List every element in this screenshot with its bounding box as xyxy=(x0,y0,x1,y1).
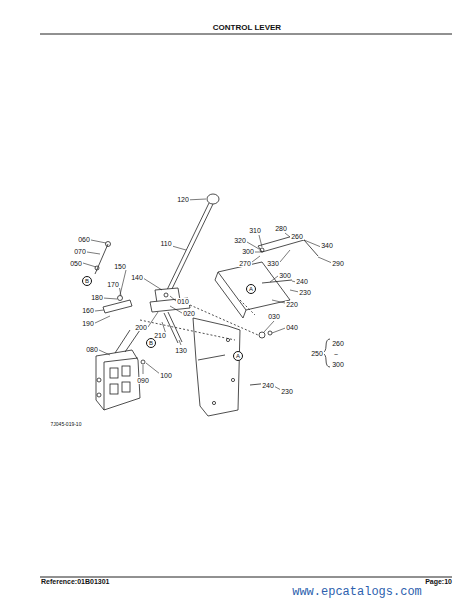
circled-reference: B xyxy=(146,338,156,348)
callout-number: 050 xyxy=(69,260,83,267)
callout-number: 290 xyxy=(331,260,345,267)
callout-number: 230 xyxy=(298,289,312,296)
callout-number: 070 xyxy=(73,248,87,255)
callout-number: 060 xyxy=(77,236,91,243)
callout-number: 300 xyxy=(331,361,345,368)
callout-number: 260 xyxy=(331,340,345,347)
callout-number: 270 xyxy=(238,260,252,267)
callout-number: 110 xyxy=(159,240,172,247)
callout-number: 220 xyxy=(285,301,299,308)
callout-number: 300 xyxy=(278,272,292,279)
page-title: CONTROL LEVER xyxy=(213,24,281,32)
callout-number: 020 xyxy=(182,310,196,317)
callout-number: 170 xyxy=(106,281,120,288)
callout-number: 240 xyxy=(261,382,275,389)
drawing-code: 7J045-019-10 xyxy=(51,422,82,427)
callout-number: 280 xyxy=(274,225,288,232)
callout-number: 090 xyxy=(136,377,150,384)
footer-text: Reference:01B01301 xyxy=(41,578,110,585)
callout-number: 190 xyxy=(81,320,95,327)
callout-number: 210 xyxy=(153,332,167,339)
callout-number: 250 xyxy=(310,350,324,357)
callout-number: 340 xyxy=(320,242,334,249)
callout-number: 320 xyxy=(233,237,247,244)
callout-number: 160 xyxy=(81,307,95,314)
callout-number: 260 xyxy=(290,233,304,240)
callout-number: 040 xyxy=(285,324,299,331)
callout-number: 030 xyxy=(267,313,281,320)
callout-number: 120 xyxy=(176,196,190,203)
circled-reference: A xyxy=(233,351,243,361)
callout-number: 130 xyxy=(174,347,188,354)
watermark: www.epcatalogs.com xyxy=(292,586,422,598)
circled-reference: B xyxy=(82,276,92,286)
callout-number: ~ xyxy=(333,351,339,358)
callout-number: 330 xyxy=(266,260,280,267)
callout-number: 080 xyxy=(85,346,99,353)
callout-number: 230 xyxy=(280,388,294,395)
callout-number: 010 xyxy=(176,298,190,305)
footer-text: Page:10 xyxy=(425,578,452,585)
callout-number: 240 xyxy=(295,278,309,285)
callout-number: 200 xyxy=(134,324,148,331)
callout-number: 180 xyxy=(90,294,104,301)
callout-number: 100 xyxy=(159,372,173,379)
callout-number: 150 xyxy=(113,263,127,270)
circled-reference: A xyxy=(246,284,256,294)
callout-number: 300 xyxy=(241,248,255,255)
callout-number: 140 xyxy=(130,274,144,281)
callout-number: 310 xyxy=(248,227,262,234)
